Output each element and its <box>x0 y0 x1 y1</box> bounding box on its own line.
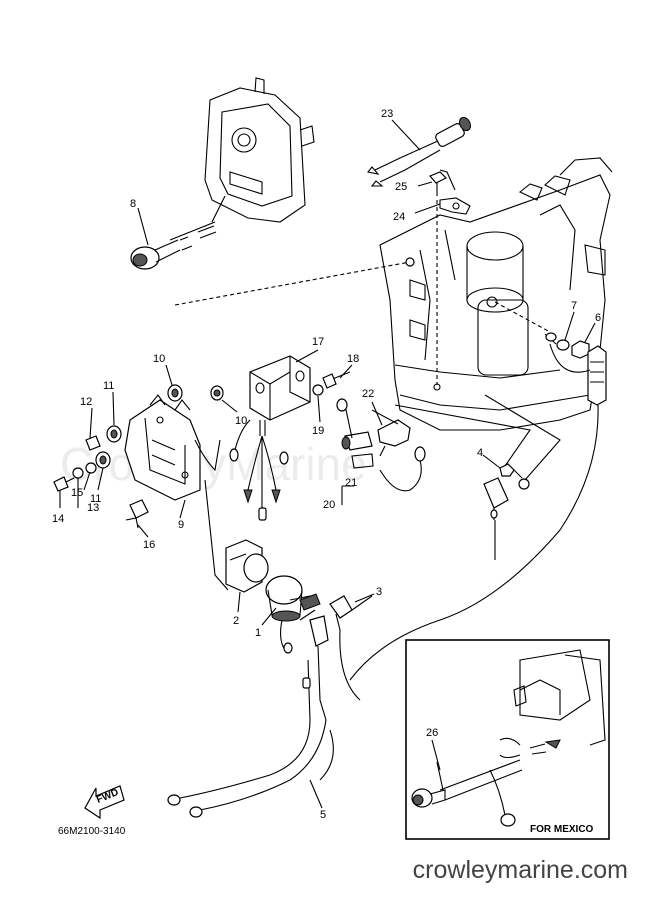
label-part-18: 18 <box>347 353 359 365</box>
part-23-sensor <box>367 116 472 187</box>
label-part-20: 20 <box>323 499 335 511</box>
diagram-code: 66M2100-3140 <box>58 826 126 837</box>
label-part-26: 26 <box>426 727 438 739</box>
label-part-7: 7 <box>571 300 577 312</box>
label-part-10a: 10 <box>153 353 165 365</box>
label-part-11a: 11 <box>103 380 114 392</box>
part-6-nut <box>571 340 590 359</box>
part-5-battery-cable <box>167 719 334 818</box>
part-3-boot <box>329 595 373 631</box>
label-part-4: 4 <box>477 447 483 459</box>
right-cap-connector <box>483 477 509 520</box>
label-part-24: 24 <box>393 211 405 223</box>
part-9-bracket <box>124 394 201 501</box>
part-2-relay-cover <box>225 539 269 593</box>
part-21-plug <box>341 431 373 451</box>
label-part-13: 13 <box>87 502 99 514</box>
label-part-2: 2 <box>233 615 239 627</box>
part-7-washer <box>556 339 570 351</box>
fwd-arrow-icon: FWD <box>84 785 125 820</box>
part-12-bolt <box>85 435 101 451</box>
engine-block <box>379 157 613 431</box>
label-part-8: 8 <box>130 198 136 210</box>
label-part-5: 5 <box>320 809 326 821</box>
label-part-25: 25 <box>395 181 407 193</box>
label-part-14: 14 <box>52 513 64 525</box>
label-part-16: 16 <box>143 539 155 551</box>
label-part-12: 12 <box>80 396 92 408</box>
label-part-17: 17 <box>312 336 324 348</box>
part-19-washer <box>312 384 324 396</box>
label-part-1: 1 <box>255 627 261 639</box>
label-part-6: 6 <box>595 312 601 324</box>
part-16-clamp <box>125 499 149 529</box>
label-part-21: 21 <box>345 477 357 489</box>
label-part-22: 22 <box>362 388 374 400</box>
lower-boot <box>309 615 329 647</box>
right-wire-terminal <box>587 345 607 406</box>
part-22-bracket <box>371 409 411 457</box>
label-part-11b: 11 <box>90 493 101 505</box>
part-13-collar <box>85 462 97 474</box>
inset-for-mexico: 26 FOR MEXICO <box>405 639 610 840</box>
label-part-3: 3 <box>376 586 382 598</box>
site-url: crowleymarine.com <box>412 856 628 884</box>
part-1-relay <box>265 575 316 654</box>
part-24-clamp <box>439 197 471 215</box>
part-10-grommet-b <box>210 385 224 401</box>
watermark: CrowleyMarine <box>60 438 367 490</box>
label-part-15: 15 <box>71 487 83 499</box>
leader-lines <box>59 119 596 809</box>
part-15-washer <box>72 467 84 479</box>
part-8-switch <box>130 225 217 270</box>
label-part-19: 19 <box>312 425 324 437</box>
part-18-bolt <box>322 371 351 389</box>
inset-caption: FOR MEXICO <box>530 824 594 835</box>
part-8-housing <box>204 77 315 223</box>
part-14-bolt <box>53 476 75 492</box>
part-11-grommet-b <box>95 451 111 469</box>
label-part-10b: 10 <box>235 415 247 427</box>
part-17-cdi-unit <box>234 355 311 508</box>
label-part-23: 23 <box>381 108 393 120</box>
part-25-bolt <box>428 171 448 196</box>
part-11-grommet-a <box>106 425 122 443</box>
part-10-grommet-a <box>167 384 183 402</box>
part-4-ground <box>499 463 530 490</box>
label-part-9: 9 <box>178 519 184 531</box>
